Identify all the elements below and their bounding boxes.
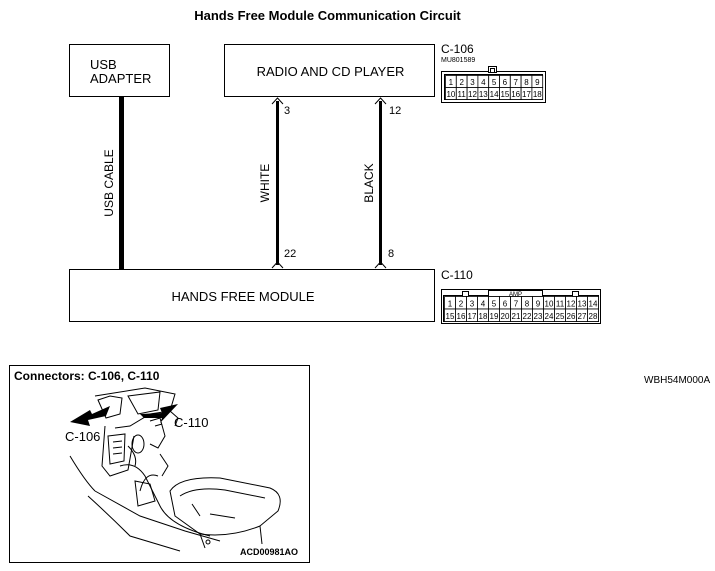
c110-pin-label: 7 — [514, 300, 519, 309]
c110-pin-label: 4 — [481, 300, 486, 309]
c110-pin-label: 16 — [457, 312, 466, 321]
c110-pin-label: 25 — [556, 312, 565, 321]
c106-pin-label: 5 — [492, 78, 497, 87]
white-wire — [276, 101, 279, 265]
c110-pin-label: 10 — [545, 300, 554, 309]
dashboard-console-illustration — [69, 387, 281, 552]
c110-pin-label: 26 — [567, 312, 576, 321]
c110-pin-label: 28 — [589, 312, 598, 321]
location-label-c110: C-110 — [174, 415, 209, 430]
c110-pin-label: 11 — [556, 300, 565, 309]
c106-arrow — [70, 406, 110, 426]
c110-pin-label: 9 — [536, 300, 541, 309]
hands-free-module-block: HANDS FREE MODULE — [69, 269, 435, 322]
c106-pin-label: 17 — [522, 90, 531, 99]
c110-pin-label: 18 — [479, 312, 488, 321]
c106-pin-label: 4 — [481, 78, 486, 87]
c106-pin-cell — [531, 87, 544, 100]
c106-pin-label: 11 — [458, 90, 467, 99]
white-bottom-pin: 22 — [284, 248, 297, 260]
c110-pin-label: 13 — [578, 300, 587, 309]
c106-pin-label: 18 — [533, 90, 542, 99]
c106-pin-label: 8 — [524, 78, 529, 87]
c110-name: C-110 — [441, 268, 473, 282]
black-top-chevron — [374, 97, 387, 105]
white-top-chevron — [271, 97, 284, 105]
usb-adapter-block: USB ADAPTER — [69, 44, 170, 97]
figure-code: WBH54M000A — [644, 375, 711, 386]
c106-pin-label: 6 — [503, 78, 508, 87]
c106-name: C-106 — [441, 42, 474, 56]
radio-cd-player-block: RADIO AND CD PLAYER — [224, 44, 435, 97]
c106-pin-label: 14 — [490, 90, 499, 99]
location-title: Connectors: C-106, C-110 — [14, 369, 160, 383]
c106-part-number: MU801589 — [441, 57, 476, 64]
c110-pin-label: 17 — [468, 312, 477, 321]
c110-tag: AMP — [509, 292, 522, 298]
c106-pin-label: 2 — [459, 78, 464, 87]
c110-pin-label: 2 — [459, 300, 464, 309]
usb-cable-wire — [119, 97, 124, 269]
usb-adapter-label-line1: USB — [90, 57, 117, 72]
hands-free-module-label: HANDS FREE MODULE — [171, 289, 315, 304]
diagram-title: Hands Free Module Communication Circuit — [194, 8, 461, 23]
c106-pin-label: 9 — [535, 78, 540, 87]
black-bottom-pin: 8 — [388, 248, 395, 260]
c106-pin-label: 15 — [500, 90, 509, 99]
black-top-pin: 12 — [389, 105, 402, 117]
black-bottom-chevron — [374, 261, 387, 269]
location-code: ACD00981AO — [240, 547, 299, 557]
c110-pin-label: 5 — [492, 300, 497, 309]
c110-pin-cell — [587, 308, 599, 322]
c110-pin-label: 20 — [501, 312, 510, 321]
c106-pin-label: 13 — [479, 90, 488, 99]
c110-pin-label: 12 — [567, 300, 576, 309]
c110-pin-label: 24 — [545, 312, 554, 321]
c110-pin-label: 22 — [523, 312, 532, 321]
c106-pin-label: 16 — [511, 90, 520, 99]
c110-pin-label: 23 — [534, 312, 543, 321]
c110-pin-label: 1 — [448, 300, 453, 309]
c110-pin-label: 27 — [578, 312, 587, 321]
c106-pin-label: 7 — [513, 78, 518, 87]
white-top-pin: 3 — [284, 105, 291, 117]
c110-pin-label: 15 — [446, 312, 455, 321]
c110-pin-label: 6 — [503, 300, 508, 309]
c106-pin-label: 12 — [468, 90, 477, 99]
c106-pin-label: 10 — [446, 90, 455, 99]
usb-adapter-label-line2: ADAPTER — [90, 71, 152, 86]
c110-arrow — [140, 404, 178, 423]
connector-location-inset: Connectors: C-106, C-110 — [9, 365, 310, 563]
c110-pin-label: 21 — [512, 312, 521, 321]
radio-cd-player-label: RADIO AND CD PLAYER — [256, 64, 405, 79]
black-wire — [379, 101, 382, 265]
c106-pin-label: 3 — [470, 78, 475, 87]
white-bottom-chevron — [271, 261, 284, 269]
c110-pin-label: 14 — [589, 300, 598, 309]
c110-pin-label: 8 — [525, 300, 530, 309]
c110-pin-label: 3 — [470, 300, 475, 309]
location-label-c106: C-106 — [65, 429, 101, 444]
c106-pin-label: 1 — [449, 78, 454, 87]
c110-pin-label: 19 — [490, 312, 499, 321]
